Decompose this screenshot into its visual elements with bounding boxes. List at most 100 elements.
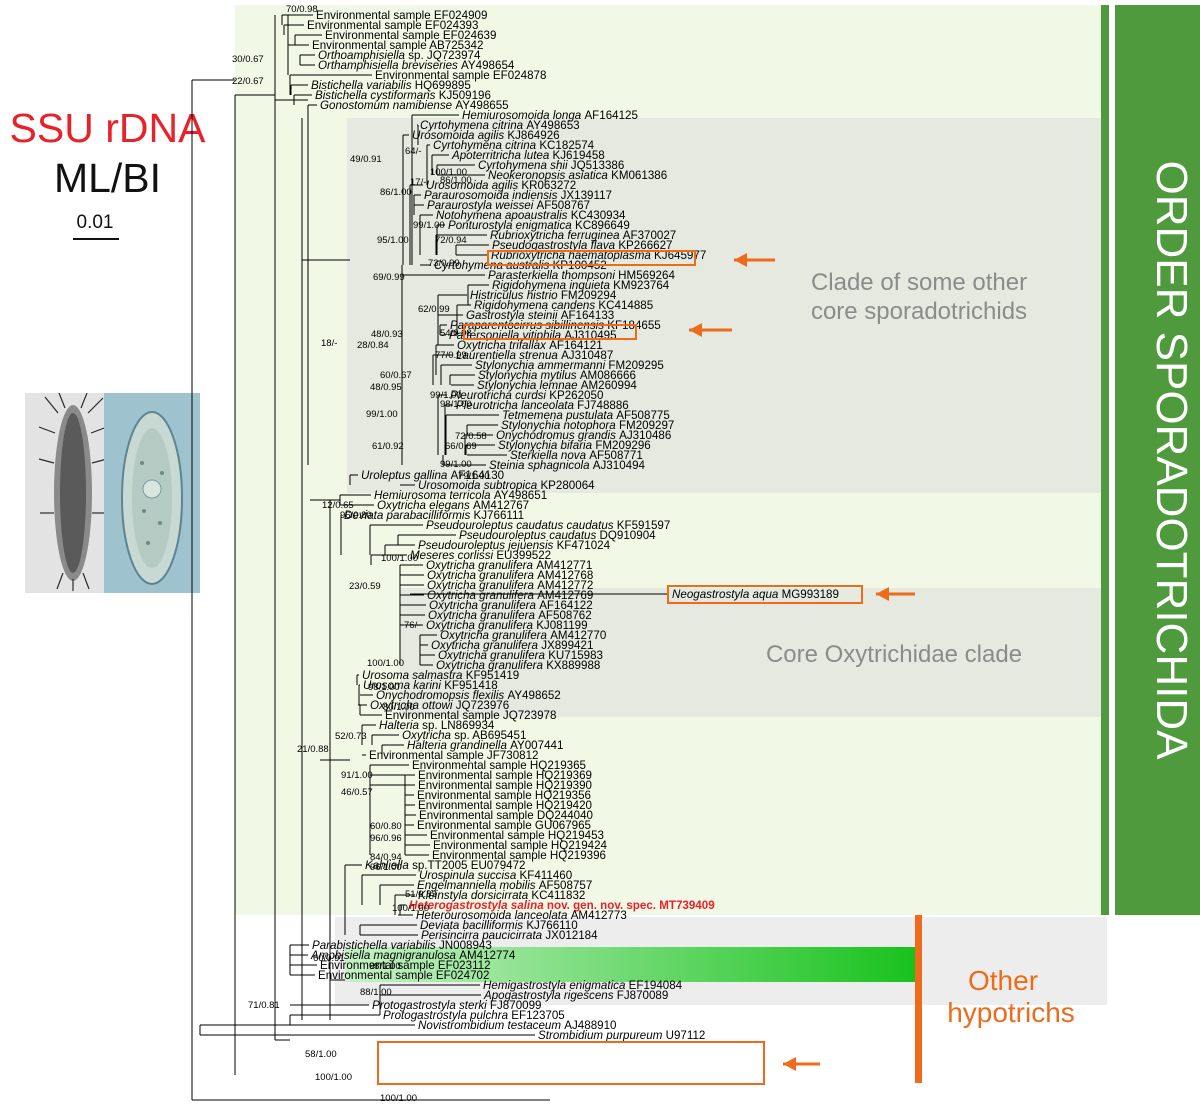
taxon-label: Urosoma salmastra KF951419 <box>362 669 519 682</box>
taxon-label: Oxytricha granulifera AM412772 <box>427 579 593 592</box>
support-value: 66/0.69 <box>445 441 477 452</box>
taxon-label: Onychodromus grandis AJ310486 <box>496 429 671 442</box>
taxon-label: Environmental sample AB725342 <box>312 39 483 52</box>
taxon-label: Environmental sample HQ219453 <box>430 829 604 842</box>
support-value: 99/1.00 <box>430 390 462 401</box>
taxon-label: Pseudogastrostyla flava KP266627 <box>492 239 672 252</box>
other-hypotrichs-label-2: hypotrichs <box>947 997 1075 1028</box>
support-value: 100/1.00 <box>392 903 429 914</box>
taxon-label: Apogastrostyla rigescens FJ870089 <box>483 989 668 1002</box>
clade-core-oxytrichidae-shade <box>400 588 1104 717</box>
support-value: 71/0.81 <box>248 1000 280 1011</box>
support-value: 100/1.00 <box>381 553 418 564</box>
highlight-box-gastrostyla <box>463 324 637 340</box>
taxon-label: Parasterkiella thompsoni HM569264 <box>488 269 675 282</box>
taxon-label: Protogastrostyla pulchra EF123705 <box>383 1009 565 1022</box>
scale-bar <box>73 238 119 240</box>
taxon-label: Environmental sample HQ219396 <box>432 849 606 862</box>
support-value: 60/0.67 <box>380 370 412 381</box>
taxon-label: Neokeronopsis asiatica KM061386 <box>488 169 667 182</box>
order-label-box <box>1115 5 1200 915</box>
taxon-label: Rigidohymena candens KC414885 <box>474 299 653 312</box>
support-value: 100/1.00 <box>315 1072 352 1083</box>
support-value: 98/1.00 <box>440 399 472 410</box>
taxon-label: Oxytricha granulifera JX899421 <box>431 639 593 652</box>
order-label: ORDER SPORADOTRICHIDA <box>1147 161 1196 761</box>
taxon-label: Oxytricha granulifera AM412771 <box>426 559 592 572</box>
clade-label-line2: core sporadotrichids <box>811 298 1027 325</box>
support-value: 98/1.00 <box>368 682 400 693</box>
taxon-label: Urosomoida subtropica KP280064 <box>418 479 595 492</box>
taxon-label: Kleinstyla dorsicirrata KC411832 <box>418 889 585 902</box>
taxon-label: Urosomoida agilis KJ864926 <box>412 129 560 142</box>
taxon-label: Environmental sample EF024878 <box>375 69 546 82</box>
taxon-label: Meseres corlissi EU399522 <box>410 549 551 562</box>
taxon-label: Paraurosomoida indiensis JX139117 <box>424 189 612 202</box>
highlight-box-pseudogastrostyla <box>487 250 696 266</box>
taxon-label: Heterourosomoida lanceolata AM412773 <box>416 909 627 922</box>
support-value: 96/1.00 <box>370 862 402 873</box>
highlight-box-protogastrostyla-group <box>377 1041 765 1085</box>
taxon-label: Cyrtohymena citrina AY498653 <box>420 119 580 132</box>
support-value: 61/0.92 <box>372 441 404 452</box>
support-value: 84/0.94 <box>370 852 402 863</box>
taxon-label: Cyrtohymena citrina KC182574 <box>433 139 595 152</box>
support-value: 51/0.83 <box>405 889 437 900</box>
taxon-label: Urosoma karini KF951418 <box>363 679 498 692</box>
taxon-label: Hemiurosomoida longa AF164125 <box>462 109 638 122</box>
support-value: 12/0.65 <box>322 500 354 511</box>
taxon-label: Parabistichella variabilis JN008943 <box>312 939 492 952</box>
new-species-label: Heterogastrostyla salina nov. gen. nov. … <box>409 899 715 912</box>
taxon-label: Notohymena apoaustralis KC430934 <box>436 209 626 222</box>
taxon-label: Pseudouroleptus jejuensis KF471024 <box>418 539 611 552</box>
taxon-label: Laurentiella strenua AJ310487 <box>456 349 613 362</box>
figure-title-method: ML/BI <box>53 155 162 201</box>
taxon-label: Oxytricha granulifera KU715983 <box>438 649 603 662</box>
taxon-label: Environmental sample HQ219369 <box>418 769 592 782</box>
taxon-label: Stylonychia lemnae AM260994 <box>477 379 637 392</box>
taxon-label: Environmental sample HQ219365 <box>412 759 586 772</box>
taxon-label: Urospinula succisa KF411460 <box>419 869 572 882</box>
support-value: 60/0.91 <box>313 953 345 964</box>
taxon-label: Oxytricha granulifera AM412769 <box>427 589 593 602</box>
taxon-label: Orthoamphisiella sp. JQ723974 <box>318 49 481 62</box>
taxon-label: Oxytricha granulifera AM412770 <box>440 629 606 642</box>
taxon-label: Environmental sample DQ244040 <box>419 809 593 822</box>
figure-title-gene: SSU rDNA <box>9 105 206 151</box>
support-value: 46/0.57 <box>341 787 373 798</box>
support-value: 77/0.99 <box>435 350 467 361</box>
other-hypotrichs-bracket <box>915 915 922 1083</box>
support-value: 99/1.00 <box>440 459 472 470</box>
support-value: 86/1.00 <box>440 175 472 186</box>
support-value: 69/0.99 <box>373 272 405 283</box>
support-value: 100/1.00 <box>380 1093 417 1104</box>
support-value: 91/1.00 <box>341 770 373 781</box>
taxon-label: Onychodromopsis flexilis AY498652 <box>376 689 561 702</box>
support-value: 70/0.98 <box>286 4 318 15</box>
support-value: 100/1.00 <box>430 167 467 178</box>
support-value: 62/0.99 <box>418 304 450 315</box>
support-value: 88/1.00 <box>360 987 392 998</box>
taxon-label: Apoterritricha lutea KJ619458 <box>451 149 605 162</box>
taxon-label: Pleurotricha curdsi KP262050 <box>450 389 603 402</box>
support-value: 100/1.00 <box>367 658 404 669</box>
taxon-label: Oxytricha granulifera AF508762 <box>428 609 592 622</box>
taxon-label: Perisincirra paucicirrata JX012184 <box>421 929 598 942</box>
taxon-label: Stylonychia mytilus AM086666 <box>478 369 636 382</box>
taxon-label: Engelmanniella mobilis AF508757 <box>417 879 592 892</box>
taxon-label: Pleurotricha lanceolata FJ748886 <box>456 399 629 412</box>
support-value: 80/1.00 <box>383 702 415 713</box>
taxon-label: Stylonychia bifaria FM209296 <box>498 439 651 452</box>
support-value: 86/1.00 <box>380 187 412 198</box>
clade-label-core-oxytrichidae: Core Oxytrichidae clade <box>766 641 1022 668</box>
taxon-label: Protogastrostyla sterki FJ870099 <box>372 999 542 1012</box>
support-value: 95/1.00 <box>377 235 409 246</box>
taxon-label: Pseudouroleptus caudatus caudatus KF5915… <box>426 519 670 532</box>
taxon-label: Stylonychia notophora FM209297 <box>501 419 674 432</box>
support-value: 96/0.96 <box>370 833 402 844</box>
taxon-label: Environmental sample EF024393 <box>307 19 478 32</box>
order-bracket-line <box>1101 5 1109 915</box>
support-value: 30/0.67 <box>232 54 264 65</box>
taxon-label: Hemigastrostyla enigmatica EF194084 <box>483 979 683 992</box>
